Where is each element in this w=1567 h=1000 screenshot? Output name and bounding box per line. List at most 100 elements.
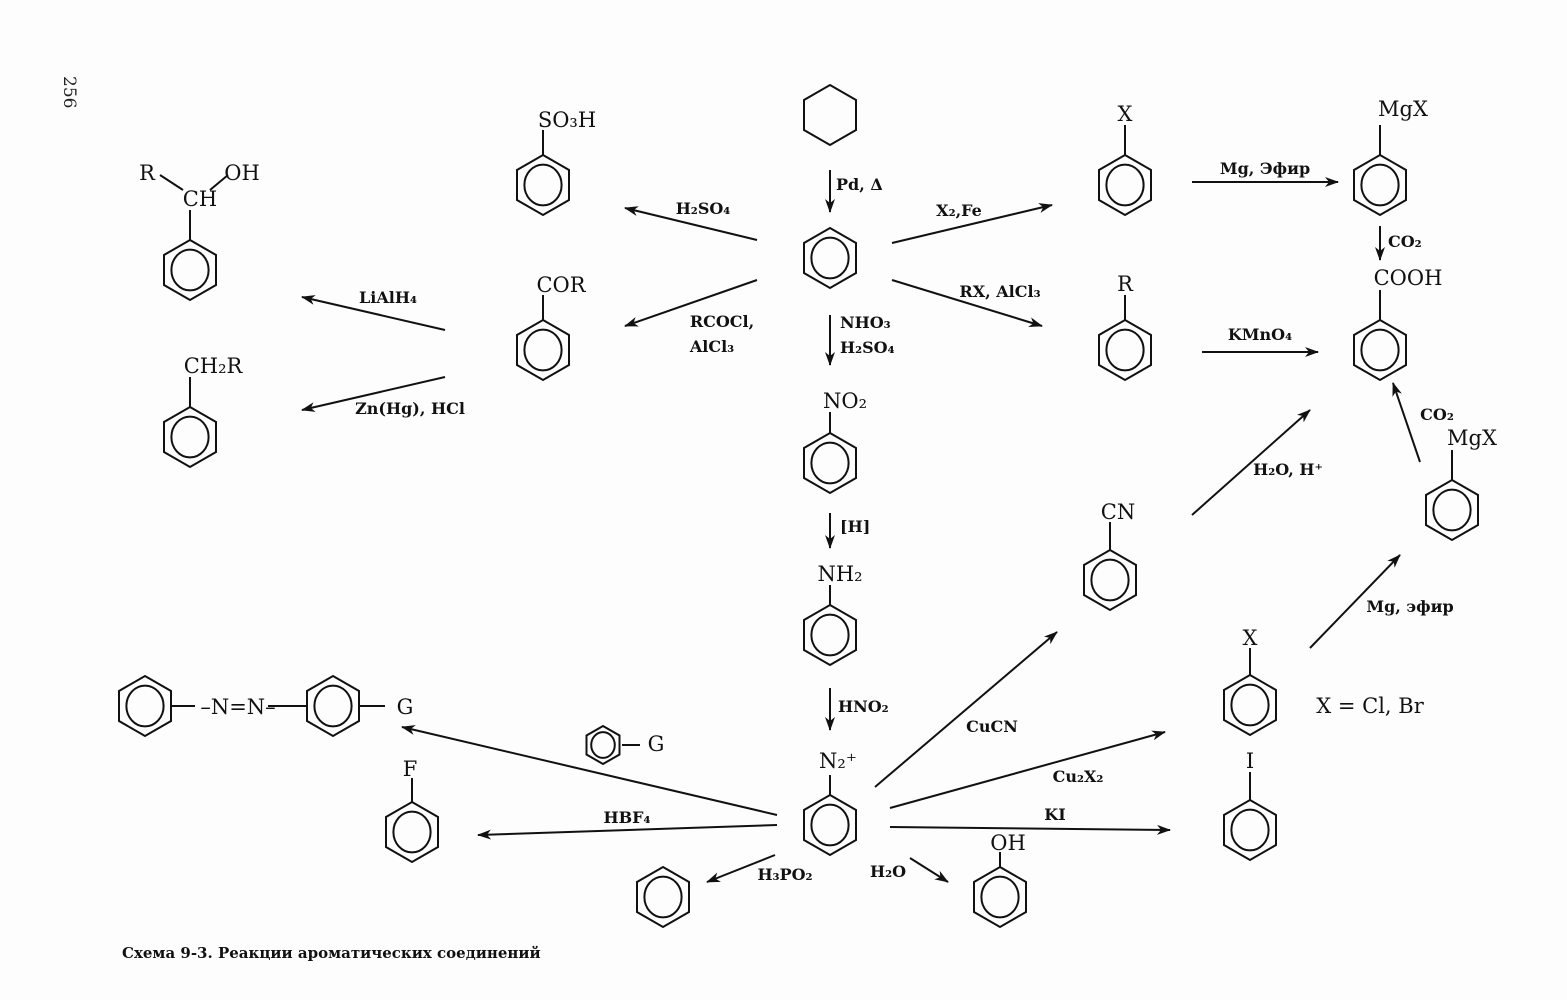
azo-ring-right bbox=[306, 674, 360, 738]
diazonium-label: N₂⁺ bbox=[819, 749, 857, 773]
aromatic-circle bbox=[810, 803, 850, 847]
kmno4-label: KMnO₄ bbox=[1228, 325, 1292, 344]
aromatic-circle bbox=[590, 731, 616, 759]
arrow-h2o bbox=[909, 857, 949, 883]
cyclohexane-ring bbox=[803, 83, 857, 147]
mgx-label-top: MgX bbox=[1378, 97, 1428, 121]
aromatic-circle bbox=[1230, 683, 1270, 727]
hexagon-shape bbox=[803, 431, 857, 495]
nitrobenzene-ring bbox=[803, 431, 857, 495]
ch-label: CH bbox=[183, 187, 217, 211]
benzenesulfonic-acid-ring bbox=[516, 153, 570, 217]
alcl3-label: AlCl₃ bbox=[689, 337, 734, 356]
scheme-caption: Схема 9-3. Реакции ароматических соедине… bbox=[122, 944, 541, 962]
reagent-aryl-ring bbox=[585, 724, 621, 766]
hexagon-shape bbox=[1425, 478, 1479, 542]
hexagon-shape bbox=[1353, 318, 1407, 382]
halobenzene-ring-lower bbox=[1223, 673, 1277, 737]
aromatic-circle bbox=[1360, 328, 1400, 372]
fluorobenzene-ring bbox=[385, 800, 439, 864]
hexagon-shape bbox=[1223, 673, 1277, 737]
hexagon-shape bbox=[585, 724, 621, 766]
page-number: 256 bbox=[59, 76, 79, 108]
aromatic-circle bbox=[980, 875, 1020, 919]
hexagon-shape bbox=[1098, 318, 1152, 382]
mgx-label-lower: MgX bbox=[1447, 426, 1497, 450]
r-alkyl-label: R bbox=[1117, 272, 1134, 296]
hexagon-shape bbox=[118, 674, 172, 738]
hexagon-shape bbox=[163, 238, 217, 302]
fluoro-label: F bbox=[403, 757, 418, 781]
aromatic-circle bbox=[1360, 163, 1400, 207]
aromatic-circle bbox=[313, 684, 353, 728]
arrow-acylation bbox=[624, 279, 758, 327]
hexagon-shape bbox=[803, 83, 857, 147]
alkylbenzene-ch2r-ring bbox=[163, 405, 217, 469]
diazonium-ring bbox=[803, 793, 857, 857]
aromatic-circle bbox=[170, 415, 210, 459]
hexagon-shape bbox=[516, 153, 570, 217]
grignard-ring-top bbox=[1353, 153, 1407, 217]
arrow-azo-coupling bbox=[401, 725, 778, 816]
nh2-label: NH₂ bbox=[817, 562, 862, 586]
x-label-lower: X bbox=[1243, 626, 1258, 650]
hexagon-shape bbox=[803, 226, 857, 290]
aromatic-circle bbox=[810, 441, 850, 485]
r-ch-bond bbox=[159, 174, 184, 191]
hno2-label: HNO₂ bbox=[838, 697, 889, 716]
aromatic-circle bbox=[170, 248, 210, 292]
azo-ring-left bbox=[118, 674, 172, 738]
arrow-grignard-carboxylation bbox=[1392, 382, 1421, 463]
rcocl-label: RCOCl, bbox=[690, 312, 754, 331]
arrow-sulfonation bbox=[624, 206, 758, 241]
h2so4-nitration-label: H₂SO₄ bbox=[840, 338, 895, 357]
ch2r-label: CH₂R bbox=[184, 354, 244, 378]
reagent-g-label: G bbox=[648, 732, 665, 756]
phenol-ring bbox=[973, 865, 1027, 929]
x2fe-label: X₂,Fe bbox=[936, 201, 982, 220]
arrow-alkylation bbox=[891, 279, 1043, 327]
cooh-label: COOH bbox=[1374, 266, 1443, 290]
iodobenzene-ring bbox=[1223, 798, 1277, 862]
aromatic-circle bbox=[810, 236, 850, 280]
x-definition-label: X = Cl, Br bbox=[1316, 694, 1424, 718]
aromatic-circle bbox=[1090, 558, 1130, 602]
arrow-halogenation bbox=[891, 203, 1053, 244]
arrow-sandmeyer bbox=[889, 730, 1166, 809]
iodo-label: I bbox=[1246, 749, 1254, 773]
arrow-nitrile-hydrolysis bbox=[1191, 409, 1311, 516]
lialh4-label: LiAlH₄ bbox=[359, 288, 417, 307]
alkylbenzene-ring bbox=[1098, 318, 1152, 382]
r-label: R bbox=[139, 161, 156, 185]
hbf4-label: HBF₄ bbox=[603, 808, 650, 827]
hno3-label: NHO₃ bbox=[840, 313, 891, 332]
hydrolysis-label: H₂O, H⁺ bbox=[1253, 460, 1323, 479]
azo-nn-label: –N=N– bbox=[200, 695, 275, 719]
arrow-lialh4 bbox=[301, 295, 446, 331]
cucn-label: CuCN bbox=[966, 717, 1018, 736]
benzene-ring-bottom bbox=[636, 865, 690, 929]
aromatic-circle bbox=[125, 684, 165, 728]
aromatic-circle bbox=[1105, 328, 1145, 372]
h2so4-label: H₂SO₄ bbox=[676, 199, 731, 218]
aryl-ketone-ring bbox=[516, 318, 570, 382]
no2-label: NO₂ bbox=[823, 389, 867, 413]
halobenzene-ring bbox=[1098, 153, 1152, 217]
benzonitrile-ring bbox=[1083, 548, 1137, 612]
aromatic-circle bbox=[643, 875, 683, 919]
hexagon-shape bbox=[1083, 548, 1137, 612]
azo-g-label: G bbox=[397, 695, 414, 719]
mg-ether-label-top: Mg, Эфир bbox=[1220, 159, 1310, 178]
hexagon-shape bbox=[636, 865, 690, 929]
aromatic-circle bbox=[1105, 163, 1145, 207]
arrow-grignard-lower bbox=[1309, 554, 1401, 649]
arrow-h3po2 bbox=[706, 854, 776, 883]
hexagon-shape bbox=[516, 318, 570, 382]
cu2x2-label: Cu₂X₂ bbox=[1053, 767, 1104, 786]
aromatic-circle bbox=[810, 613, 850, 657]
ki-label: KI bbox=[1044, 805, 1065, 824]
aromatic-circle bbox=[1432, 488, 1472, 532]
rx-alcl3-label: RX, AlCl₃ bbox=[959, 282, 1040, 301]
